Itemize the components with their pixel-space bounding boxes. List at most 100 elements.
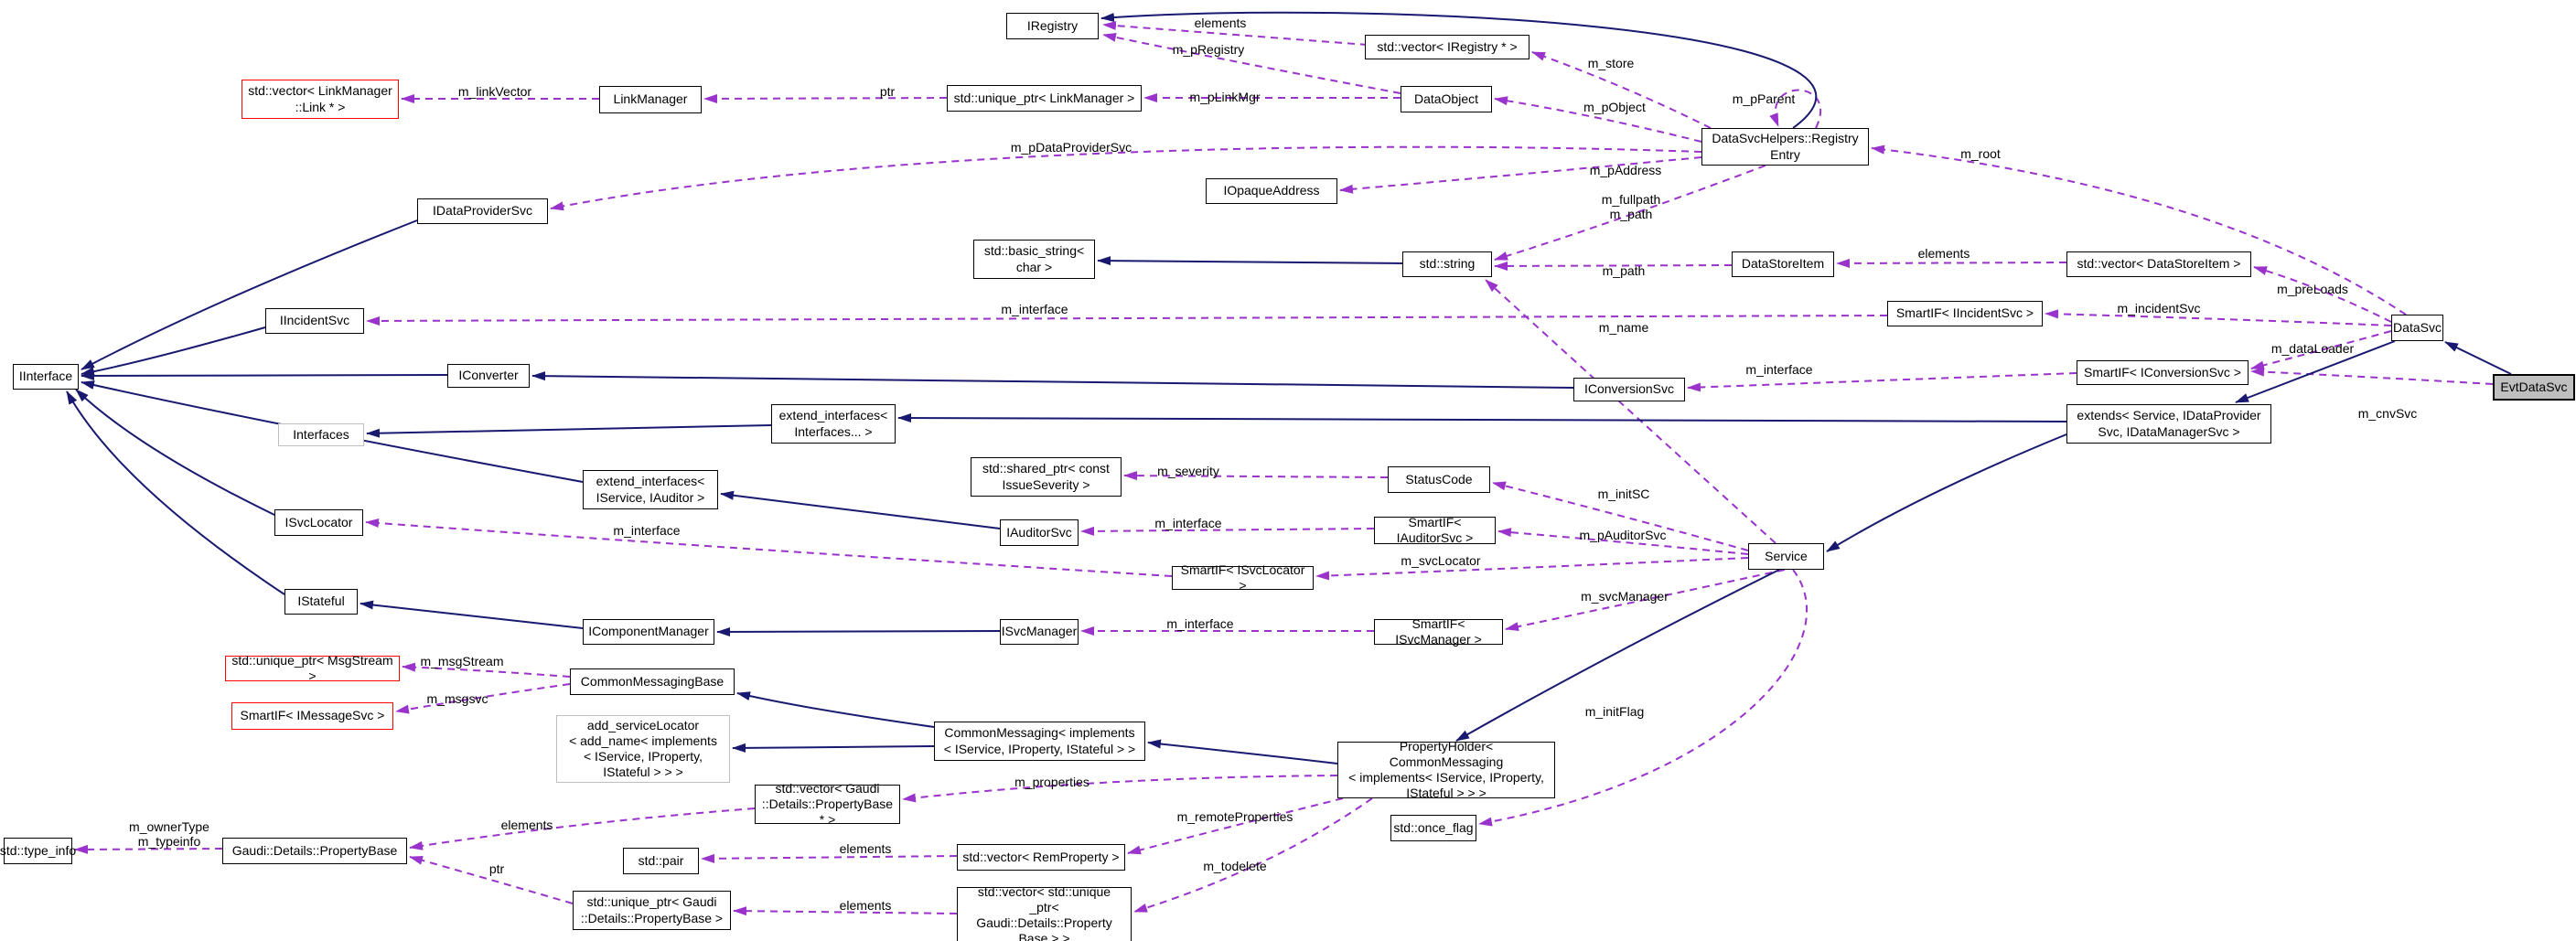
edge-elements (409, 807, 756, 850)
edge-inherit-isvcmanager-icomponentmanager (716, 626, 1001, 636)
node-iauditorsvc[interactable]: IAuditorSvc (1000, 519, 1079, 546)
node-vector-iregistry[interactable]: std::vector< IRegistry * > (1365, 35, 1530, 59)
edge-m_pDataProviderSvc (550, 145, 1702, 211)
node-commonmessaging[interactable]: CommonMessaging< implements < IService, … (934, 722, 1145, 761)
node-iconversionsvc[interactable]: IConversionSvc (1573, 378, 1685, 401)
edge-m_preLoads (2253, 266, 2392, 323)
edge-inherit-datasvc-extends-service (2235, 340, 2396, 403)
node-smartif-imessagesvc[interactable]: SmartIF< IMessageSvc > (231, 702, 393, 730)
node-smartif-iauditorsvc[interactable]: SmartIF< IAuditorSvc > (1374, 515, 1496, 545)
node-extends-service[interactable]: extends< Service, IDataProvider Svc, IDa… (2066, 404, 2271, 444)
edge-ptr (703, 93, 948, 103)
edge-m_cnvSvc (2250, 367, 2494, 385)
edge-m_pObject (1494, 96, 1702, 143)
edge-m_msgsvc (395, 683, 571, 714)
node-add-servicelocator[interactable]: add_serviceLocator < add_name< implement… (556, 715, 730, 783)
node-basic-string-char[interactable]: std::basic_string< char > (973, 240, 1095, 279)
edge-inherit-iauditorsvc-extend-interfaces-iservice-iauditor (720, 490, 1001, 529)
edge-inherit-extends-service-extend-interfaces-interfaces (897, 413, 2067, 423)
edge-m_severity (1123, 471, 1389, 481)
node-shared-ptr-issueseverity[interactable]: std::shared_ptr< const IssueSeverity > (971, 457, 1122, 497)
node-commonmessagingbase[interactable]: CommonMessagingBase (570, 668, 735, 695)
node-smartif-isvclocator[interactable]: SmartIF< ISvcLocator > (1172, 562, 1314, 593)
edge-inherit-istateful-iinterface (66, 390, 285, 595)
edge-m_pRegistry (1102, 32, 1401, 94)
edge-m_store (1531, 51, 1712, 129)
node-gaudi-propertybase[interactable]: Gaudi::Details::PropertyBase (222, 838, 407, 864)
edge-m_ownerType (74, 844, 223, 854)
edge-inherit-propertyholder-commonmessaging (1147, 739, 1338, 765)
edge-inherit-isvclocator-iinterface (75, 389, 275, 516)
edge-m_remoteProperties (1127, 797, 1344, 855)
node-type-info[interactable]: std::type_info (0, 838, 76, 864)
node-vector-remproperty[interactable]: std::vector< RemProperty > (957, 844, 1125, 871)
node-idataprovidersvc[interactable]: IDataProviderSvc (417, 198, 548, 224)
edge-inherit-service-propertyholder (1455, 569, 1780, 742)
node-iinterface[interactable]: IInterface (13, 364, 79, 390)
node-iregistry[interactable]: IRegistry (1006, 13, 1099, 39)
node-evtdatasvc[interactable]: EvtDataSvc (2493, 374, 2575, 401)
node-service[interactable]: Service (1748, 543, 1824, 570)
edge-inherit-std-string-basic-string-char (1097, 256, 1403, 266)
node-smartif-iincidentsvc[interactable]: SmartIF< IIncidentSvc > (1887, 301, 2043, 326)
node-isvcmanager[interactable]: ISvcManager (1000, 619, 1079, 645)
edge-m_interface (366, 315, 1888, 326)
edge-m_root (1871, 144, 2407, 315)
node-linkmanager[interactable]: LinkManager (599, 86, 702, 113)
edge-inherit-idataprovidersvc-iinterface (80, 219, 418, 370)
node-propertyholder[interactable]: PropertyHolder< CommonMessaging < implem… (1337, 739, 1555, 800)
node-std-pair[interactable]: std::pair (623, 848, 699, 874)
node-vector-datastoreitem[interactable]: std::vector< DataStoreItem > (2066, 251, 2251, 277)
node-isvclocator[interactable]: ISvcLocator (274, 509, 363, 536)
node-extend-interfaces-interfaces[interactable]: extend_interfaces< Interfaces... > (771, 404, 896, 444)
edge-m_initFlag (1478, 569, 1809, 827)
edge-m_dataLoader (2250, 330, 2392, 370)
node-smartif-isvcmanager[interactable]: SmartIF< ISvcManager > (1374, 616, 1503, 647)
edge-m_svcManager (1505, 569, 1786, 632)
edge-elements (1836, 258, 2067, 268)
edge-m_fullpath (1494, 165, 1766, 261)
edge-inherit-evtdatasvc-datasvc (2444, 341, 2512, 375)
node-datastoreitem[interactable]: DataStoreItem (1732, 251, 1834, 277)
edge-elements (733, 906, 958, 916)
node-vector-linkmanager-link[interactable]: std::vector< LinkManager ::Link * > (242, 80, 399, 119)
edge-inherit-iconversionsvc-iconverter (531, 371, 1574, 389)
node-statuscode[interactable]: StatusCode (1388, 466, 1490, 493)
node-registry-entry[interactable]: DataSvcHelpers::Registry Entry (1701, 128, 1869, 166)
edge-m_svcLocator (1315, 557, 1749, 581)
edge-m_pParent (1769, 89, 1822, 129)
edge-m_incidentSvc (2045, 309, 2392, 326)
node-istateful[interactable]: IStateful (284, 589, 358, 615)
node-std-string[interactable]: std::string (1402, 251, 1492, 277)
edge-inherit-iincidentsvc-iinterface (80, 326, 266, 377)
node-iopaqueaddress[interactable]: IOpaqueAddress (1206, 178, 1337, 204)
edge-inherit-extend-interfaces-interfaces-interfaces (366, 424, 772, 438)
node-interfaces[interactable]: Interfaces (278, 423, 364, 446)
edge-inherit-registry-entry-iregistry (1100, 11, 1818, 129)
node-vector-propertybase-ptr[interactable]: std::vector< Gaudi ::Details::PropertyBa… (755, 781, 900, 827)
edge-ptr (409, 855, 574, 904)
edge-elements (701, 853, 958, 863)
edge-m_path (1494, 261, 1733, 271)
edge-m_initSC (1492, 481, 1749, 551)
node-unique-ptr-msgstream[interactable]: std::unique_ptr< MsgStream > (225, 653, 400, 683)
node-smartif-iconversionsvc[interactable]: SmartIF< IConversionSvc > (2077, 360, 2249, 385)
node-datasvc[interactable]: DataSvc (2391, 315, 2443, 341)
edge-inherit-commonmessaging-add-servicelocator (732, 743, 935, 753)
node-icomponentmanager[interactable]: IComponentManager (583, 619, 714, 645)
node-unique-ptr-propertybase[interactable]: std::unique_ptr< Gaudi ::Details::Proper… (573, 891, 731, 930)
edge-inherit-commonmessaging-commonmessagingbase (736, 691, 935, 728)
node-dataobject[interactable]: DataObject (1401, 86, 1492, 112)
node-vector-unique-ptr-propertybase[interactable]: std::vector< std::unique _ptr< Gaudi::De… (957, 884, 1132, 941)
node-iconverter[interactable]: IConverter (447, 364, 530, 388)
edge-inherit-extends-service-service (1826, 433, 2067, 552)
node-unique-ptr-linkmanager[interactable]: std::unique_ptr< LinkManager > (947, 85, 1142, 112)
edge-m_interface (1080, 526, 1375, 536)
node-extend-interfaces-iservice-iauditor[interactable]: extend_interfaces< IService, IAuditor > (583, 470, 718, 509)
node-iincidentsvc[interactable]: IIncidentSvc (265, 308, 364, 334)
edge-m_name (1485, 279, 1776, 544)
edge-elements (1102, 21, 1368, 46)
node-once-flag[interactable]: std::once_flag (1390, 815, 1476, 841)
